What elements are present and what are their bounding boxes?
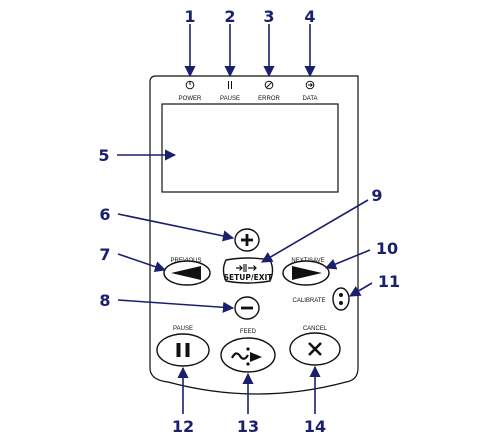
- feed-button[interactable]: [220, 337, 276, 373]
- callout-5: 5: [98, 146, 109, 165]
- error-icon: [264, 80, 274, 90]
- callout-6: 6: [99, 205, 110, 224]
- calibrate-label: CALIBRATE: [293, 298, 326, 304]
- pause-button[interactable]: [156, 333, 210, 367]
- callout-4: 4: [304, 7, 315, 26]
- setup-exit-button[interactable]: SETUP/EXIT: [222, 257, 274, 284]
- power-label: POWER: [179, 96, 202, 102]
- callout-13: 13: [237, 417, 259, 436]
- left-triangle-icon: [171, 266, 201, 280]
- error-label: ERROR: [258, 96, 280, 102]
- plus-button[interactable]: [234, 228, 260, 252]
- callout-10: 10: [376, 239, 398, 258]
- minus-icon: [241, 306, 253, 310]
- pause-button-label: PAUSE: [173, 326, 193, 332]
- callout-9: 9: [371, 186, 382, 205]
- power-indicator: POWER: [179, 80, 202, 102]
- callout-8-arrow: [117, 299, 235, 313]
- callout-11-arrow: [349, 282, 373, 297]
- setup-exit-label: SETUP/EXIT: [224, 273, 274, 282]
- pause-indicator: PAUSE: [220, 81, 240, 102]
- callout-6-arrow: [117, 213, 235, 242]
- previous-button[interactable]: [163, 260, 211, 286]
- callout-8: 8: [99, 291, 110, 310]
- data-indicator: DATA: [302, 80, 318, 102]
- feed-label: FEED: [240, 329, 257, 335]
- cancel-label: CANCEL: [303, 326, 328, 332]
- data-label: DATA: [302, 96, 317, 102]
- calibrate-icon: [339, 293, 343, 305]
- callout-9-arrow: [261, 199, 369, 263]
- pause-icon: [228, 81, 232, 89]
- cancel-button[interactable]: [289, 332, 341, 366]
- setup-exit-icon: [236, 264, 257, 272]
- callout-7: 7: [99, 245, 110, 264]
- feed-icon: [231, 347, 262, 366]
- plus-icon: [241, 234, 253, 246]
- pause-indicator-label: PAUSE: [220, 96, 240, 102]
- callout-7-arrow: [117, 253, 167, 273]
- callout-2: 2: [224, 7, 235, 26]
- pause-icon: [176, 343, 190, 357]
- callout-1: 1: [184, 7, 195, 26]
- x-icon: [308, 342, 322, 356]
- callout-11: 11: [378, 272, 400, 291]
- minus-button[interactable]: [234, 296, 260, 320]
- callout-10-arrow: [324, 249, 371, 270]
- calibrate-button[interactable]: [332, 287, 350, 311]
- lcd-display: [161, 103, 339, 193]
- callout-3: 3: [263, 7, 274, 26]
- callout-12: 12: [172, 417, 194, 436]
- callout-14: 14: [304, 417, 326, 436]
- data-icon: [305, 80, 315, 90]
- next-save-button[interactable]: [282, 260, 330, 286]
- error-indicator: ERROR: [258, 80, 280, 102]
- right-triangle-icon: [292, 266, 322, 280]
